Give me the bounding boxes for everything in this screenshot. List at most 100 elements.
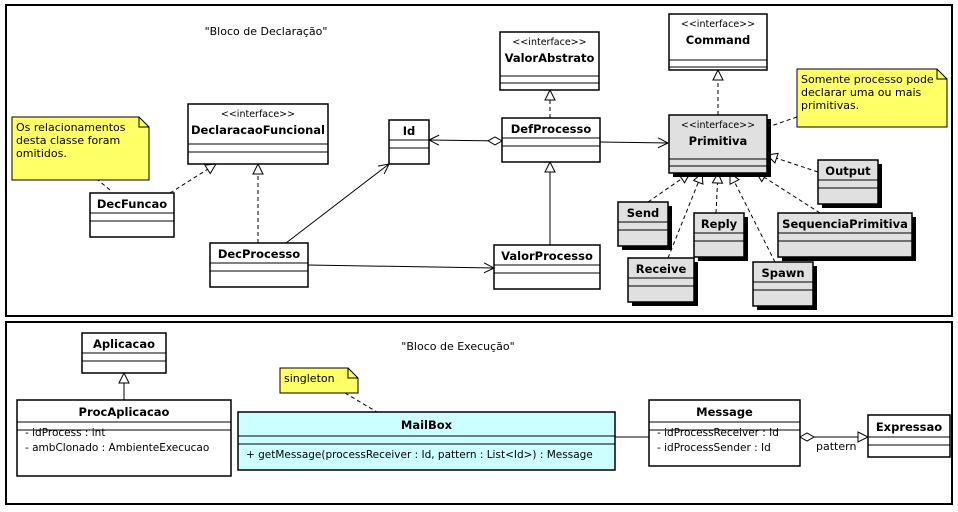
message-attribute: - idProcessReceiver : Id <box>657 427 779 439</box>
reply-name: Reply <box>701 217 738 231</box>
proc-aplicacao-name: ProcAplicacao <box>79 405 170 419</box>
note-link-relacionamentos <box>97 179 111 191</box>
declaration-block-frame <box>5 4 953 317</box>
note-link-singleton <box>344 392 378 413</box>
class-mail-box[interactable]: MailBox + getMessage(processReceiver : Id… <box>237 411 616 471</box>
mail-box-box <box>237 411 616 471</box>
class-proc-aplicacao[interactable]: ProcAplicacao - idProcess : int - ambClona… <box>16 399 232 477</box>
spawn-box <box>752 261 814 307</box>
send-box <box>617 201 669 247</box>
connectors-execution <box>124 373 868 437</box>
valor-abstrato-box <box>499 31 600 91</box>
note-relacionamentos-line: omitidos. <box>16 147 67 160</box>
class-spawn[interactable]: Spawn <box>752 261 817 310</box>
class-reply[interactable]: Reply <box>693 212 748 261</box>
def-processo-box <box>501 117 601 163</box>
valor-abstrato-name: ValorAbstrato <box>505 51 595 65</box>
output-name: Output <box>825 164 871 178</box>
primitiva-stereotype: <<interface>> <box>681 120 755 131</box>
expressao-box <box>867 414 951 458</box>
note-relacionamentos-line: Os relacionamentos <box>16 121 126 134</box>
realization-receive-primitiva <box>667 173 702 259</box>
proc-aplicacao-box <box>16 399 232 477</box>
receive-box <box>627 257 695 303</box>
realization-spawn-primitiva <box>730 173 776 263</box>
message-name: Message <box>696 405 753 419</box>
execution-block-title: "Bloco de Execução" <box>401 340 514 353</box>
note-somente-line: primitivas. <box>801 99 859 112</box>
declaration-block-title: "Bloco de Declaração" <box>205 25 328 38</box>
class-declaracao-funcional[interactable]: <<interface>> DeclaracaoFuncional <box>187 103 329 165</box>
note-somente-line: declarar uma ou mais <box>801 86 922 99</box>
message-attribute: - idProcessSender : Id <box>657 442 771 454</box>
declaracao-funcional-box <box>187 103 329 165</box>
note-relacionamentos-shape <box>11 116 150 181</box>
output-box <box>817 159 879 205</box>
primitiva-name: Primitiva <box>689 134 748 148</box>
realization-decfuncao-declaracaofuncional <box>169 164 216 194</box>
class-dec-processo[interactable]: DecProcesso <box>209 242 309 288</box>
note-singleton-shape <box>279 367 359 394</box>
id-box <box>388 119 430 165</box>
class-aplicacao[interactable]: Aplicacao <box>81 332 167 374</box>
proc-aplicacao-attribute: - ambClonado : AmbienteExecucao <box>25 442 209 454</box>
class-valor-abstrato[interactable]: <<interface>> ValorAbstrato <box>499 31 600 91</box>
expressao-name: Expressao <box>876 420 942 434</box>
realization-output-primitiva <box>767 155 819 173</box>
class-output[interactable]: Output <box>817 159 882 208</box>
note-somente-shape <box>796 68 948 128</box>
note-relacionamentos-line: desta classe foram <box>16 134 120 147</box>
command-name: Command <box>686 33 751 47</box>
valor-processo-name: ValorProcesso <box>501 249 593 263</box>
note-somente-line: Somente processo pode <box>801 73 934 86</box>
class-id[interactable]: Id <box>388 119 430 165</box>
declaracao-funcional-name: DeclaracaoFuncional <box>191 123 325 137</box>
pattern-label: pattern <box>816 440 856 453</box>
def-processo-name: DefProcesso <box>511 122 592 136</box>
dec-processo-box <box>209 242 309 288</box>
class-dec-funcao[interactable]: DecFuncao <box>89 192 175 238</box>
command-box <box>668 13 768 71</box>
class-expressao[interactable]: Expressao <box>867 414 951 458</box>
send-name: Send <box>627 206 660 220</box>
note-singleton-line: singleton <box>284 372 335 385</box>
sequencia-primitiva-name: SequenciaPrimitiva <box>782 217 908 231</box>
note-link-somente <box>767 116 798 128</box>
dec-funcao-box <box>89 192 175 238</box>
association-defprocesso-primitiva <box>599 142 668 143</box>
class-def-processo[interactable]: DefProcesso <box>501 117 601 163</box>
association-decprocesso-valorprocesso <box>307 265 494 268</box>
primitiva-box <box>668 114 768 174</box>
mail-box-name: MailBox <box>401 418 453 432</box>
dec-funcao-name: DecFuncao <box>97 197 167 211</box>
class-message[interactable]: Message - idProcessReceiver : Id - idProce… <box>648 399 801 467</box>
proc-aplicacao-attribute: - idProcess : int <box>25 427 105 439</box>
aplicacao-name: Aplicacao <box>93 337 155 351</box>
valor-abstrato-stereotype: <<interface>> <box>512 37 586 48</box>
declaracao-funcional-stereotype: <<interface>> <box>221 109 295 120</box>
reply-box <box>693 212 745 258</box>
valor-processo-box <box>493 244 601 290</box>
realization-reply-primitiva <box>716 173 718 214</box>
aggregation-defprocesso-id <box>429 140 502 141</box>
dec-processo-name: DecProcesso <box>218 247 300 261</box>
id-name: Id <box>403 124 416 138</box>
receive-name: Receive <box>636 262 687 276</box>
class-valor-processo[interactable]: ValorProcesso <box>493 244 601 290</box>
class-send[interactable]: Send <box>617 201 672 250</box>
class-primitiva[interactable]: <<interface>> Primitiva <box>668 114 771 177</box>
message-box <box>648 399 801 467</box>
class-command[interactable]: <<interface>> Command <box>668 13 768 71</box>
sequencia-primitiva-box <box>777 212 913 258</box>
note-singleton: singleton <box>279 367 359 394</box>
class-receive[interactable]: Receive <box>627 257 698 306</box>
mail-box-operation: + getMessage(processReceiver : Id, patte… <box>246 449 593 461</box>
association-decprocesso-id <box>285 164 389 244</box>
command-stereotype: <<interface>> <box>681 19 755 30</box>
realization-send-primitiva <box>647 173 690 203</box>
class-sequencia-primitiva[interactable]: SequenciaPrimitiva <box>777 212 916 261</box>
